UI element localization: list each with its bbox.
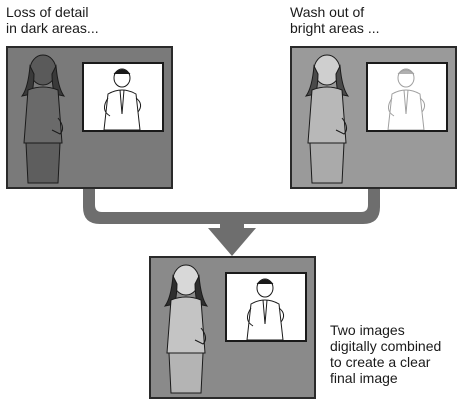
woman-figure-icon <box>292 48 362 188</box>
inset-photo-frame <box>366 62 448 132</box>
panel-dark-exposure <box>6 46 173 189</box>
woman-figure-icon <box>8 48 78 188</box>
man-figure-icon <box>368 64 446 130</box>
panel-combined-result <box>149 256 316 399</box>
man-figure-icon <box>84 64 162 130</box>
inset-photo-frame <box>225 272 307 342</box>
inset-photo-frame <box>82 62 164 132</box>
panel-bright-exposure <box>290 46 457 189</box>
man-figure-icon <box>227 274 305 340</box>
woman-figure-icon <box>151 258 221 398</box>
caption-combined-result: Two images digitally combined to create … <box>330 322 464 386</box>
